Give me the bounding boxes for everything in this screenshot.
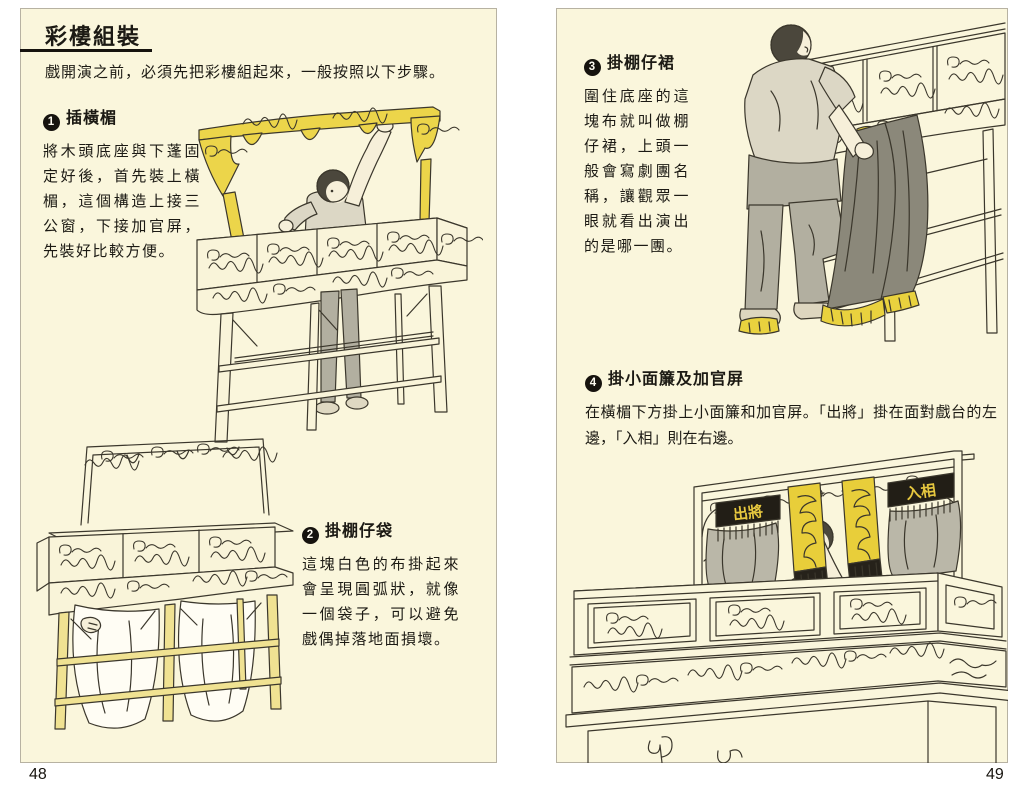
step-4-heading: 4 掛小面簾及加官屏 bbox=[585, 365, 1001, 392]
step-4-number-badge: 4 bbox=[585, 374, 602, 392]
illustration-step3-hang-skirt bbox=[738, 22, 1006, 342]
balcony bbox=[565, 572, 1008, 763]
illustration-step2-bag-cloth bbox=[36, 438, 294, 730]
worker-figure-1 bbox=[278, 119, 394, 239]
step-2-block: 2 掛棚仔袋 這塊白色的布掛起來會呈現圓弧狀，就像一個袋子，可以避免戲偶掉落地面損… bbox=[302, 517, 468, 652]
worker-arm-3 bbox=[828, 104, 874, 160]
yellow-scaffold bbox=[54, 594, 282, 730]
sign-chujiang: 出將 bbox=[715, 494, 781, 542]
step-3-number-badge: 3 bbox=[584, 58, 601, 76]
step-3-title: 掛棚仔裙 bbox=[607, 55, 676, 72]
step-1-title: 插橫楣 bbox=[66, 110, 118, 127]
page-left: 彩樓組裝 戲開演之前，必須先把彩樓組起來，一般按照以下步驟。 1 插橫楣 將木頭底… bbox=[20, 8, 497, 763]
top-window-frame bbox=[80, 438, 278, 526]
folio-right: 49 bbox=[986, 766, 1004, 783]
carved-stage-box-1 bbox=[196, 217, 483, 316]
sign-ruxiang: 入相 bbox=[887, 472, 955, 522]
worker-figure-3 bbox=[739, 24, 856, 326]
intro-text: 戲開演之前，必須先把彩樓組起來，一般按照以下步驟。 bbox=[45, 64, 446, 81]
step-4-body: 在橫楣下方掛上小面簾和加官屏。「出將」掛在面對戲台的左邊，「入相」則在右邊。 bbox=[585, 403, 997, 447]
step-3-block: 3 掛棚仔裙 圍住底座的這塊布就叫做棚仔裙，上頭一般會寫劇團名稱，讓觀眾一眼就看出… bbox=[584, 49, 702, 259]
page-title: 彩樓組裝 bbox=[45, 24, 142, 49]
step-2-title: 掛棚仔袋 bbox=[325, 523, 394, 540]
step-1-body: 將木頭底座與下蓬固定好後，首先裝上橫楣，這個構造上接三公窗，下接加官屏，先裝好比… bbox=[43, 142, 201, 260]
title-underline bbox=[20, 49, 152, 52]
step-2-number-badge: 2 bbox=[302, 526, 319, 544]
step-4-title: 掛小面簾及加官屏 bbox=[608, 371, 745, 388]
step-3-heading: 3 掛棚仔裙 bbox=[584, 49, 702, 76]
step-2-body: 這塊白色的布掛起來會呈現圓弧狀，就像一個袋子，可以避免戲偶掉落地面損壞。 bbox=[302, 555, 460, 648]
step-1-block: 1 插橫楣 將木頭底座與下蓬固定好後，首先裝上橫楣，這個構造上接三公窗，下接加官屏… bbox=[43, 104, 209, 264]
step-2-heading: 2 掛棚仔袋 bbox=[302, 517, 468, 544]
gray-backdrop-cloths bbox=[705, 500, 962, 594]
page-right: 3 掛棚仔裙 圍住底座的這塊布就叫做棚仔裙，上頭一般會寫劇團名稱，讓觀眾一眼就看出… bbox=[556, 8, 1008, 763]
hand-peeking bbox=[80, 616, 102, 634]
step-1-number-badge: 1 bbox=[43, 113, 60, 131]
sign-ruxiang-text: 入相 bbox=[905, 481, 937, 503]
step-4-block: 4 掛小面簾及加官屏 在橫楣下方掛上小面簾和加官屏。「出將」掛在面對戲台的左邊，「… bbox=[585, 365, 1001, 452]
folio-left: 48 bbox=[29, 766, 47, 783]
step-3-body: 圍住底座的這塊布就叫做棚仔裙，上頭一般會寫劇團名稱，讓觀眾一眼就看出演出的是哪一… bbox=[584, 87, 690, 255]
carved-box-2 bbox=[36, 522, 294, 616]
step-1-heading: 1 插橫楣 bbox=[43, 104, 209, 131]
partial-troupe-name-outline bbox=[647, 736, 743, 763]
sign-chujiang-text: 出將 bbox=[732, 502, 764, 524]
illustration-step4-stage-front: 出將 入相 bbox=[565, 450, 1008, 763]
illustration-step1-insert-crossbeam bbox=[196, 106, 483, 443]
scaffold-legs-1 bbox=[214, 285, 448, 443]
